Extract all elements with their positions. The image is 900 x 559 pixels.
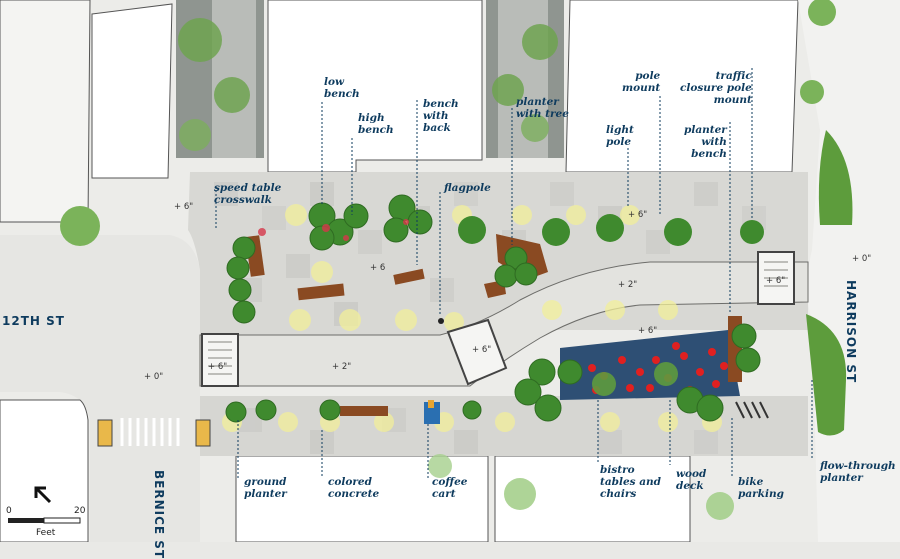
elevation-9: + 2" <box>332 362 352 372</box>
scale-bar <box>8 517 81 524</box>
courtyard-left <box>176 0 264 158</box>
scale-zero: 0 <box>6 506 12 516</box>
label-speed-table: speed table crosswalk <box>214 182 282 206</box>
elevation-6: + 2" <box>618 280 638 290</box>
label-flow-through: flow-through planter <box>820 460 896 484</box>
curving-lane <box>199 261 809 387</box>
label-bike-parking: bike parking <box>738 476 784 500</box>
elevation-1: + 6" <box>174 202 194 212</box>
scale-unit: Feet <box>36 528 56 538</box>
elevation-2: + 6 <box>370 263 386 273</box>
label-low-bench: low bench <box>324 76 360 100</box>
flow-through-planter-north <box>818 130 853 225</box>
hex-planters <box>225 194 761 423</box>
label-pole-mount: pole mount <box>622 70 661 94</box>
buildings <box>0 0 799 542</box>
elevation-11: + 0" <box>144 372 164 382</box>
street-label-harrison: HARRISON ST <box>844 280 858 384</box>
label-ground-planter: ground planter <box>244 476 287 500</box>
elevation-7: + 6" <box>638 326 658 336</box>
label-wood-deck: wood deck <box>676 468 707 492</box>
elevation-3: + 6" <box>628 210 648 220</box>
elevation-8: + 6" <box>472 345 492 355</box>
label-bench-with-back: bench with back <box>423 98 459 134</box>
north-arrow-icon <box>34 486 52 504</box>
crosswalks <box>97 251 795 447</box>
courtyard-right <box>486 0 564 158</box>
site-plan <box>0 0 853 542</box>
planter-flowers <box>258 219 409 241</box>
elevation-10: + 6" <box>208 362 228 372</box>
flagpole-marker <box>438 318 444 324</box>
label-planter-with-bench: planter with bench <box>684 124 727 160</box>
scale-max: 20 <box>74 506 86 516</box>
label-high-bench: high bench <box>358 112 394 136</box>
label-flagpole: flagpole <box>444 182 491 194</box>
elevation-5: + 6" <box>766 276 786 286</box>
intersection-road <box>0 235 200 542</box>
label-colored-concrete: colored concrete <box>328 476 380 500</box>
label-coffee-cart: coffee cart <box>432 476 468 500</box>
label-traffic-closure: traffic closure pole mount <box>680 70 752 106</box>
leader-lines <box>215 68 813 480</box>
colored-concrete-tiles <box>214 182 766 454</box>
label-bistro: bistro tables and chairs <box>600 464 662 500</box>
street-label-bernice: BERNICE ST <box>152 470 166 559</box>
label-light-pole: light pole <box>606 124 634 148</box>
street-label-12th: 12TH ST <box>2 314 65 328</box>
elevation-4: + 0" <box>852 254 872 264</box>
street-trees <box>60 0 836 520</box>
flow-through-planter-south <box>806 314 847 436</box>
bike-parking <box>735 401 769 419</box>
label-planter-with-tree: planter with tree <box>516 96 569 120</box>
